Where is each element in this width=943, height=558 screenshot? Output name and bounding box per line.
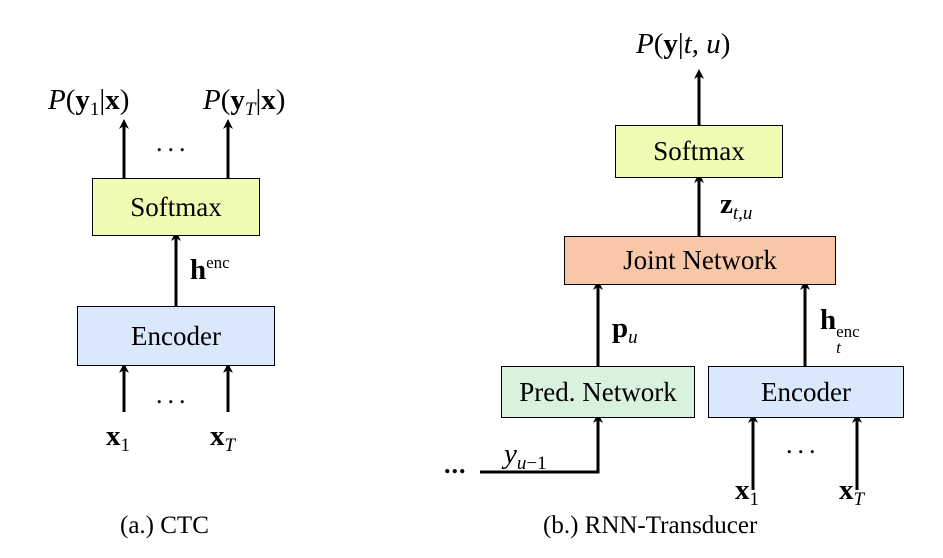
rnnt-softmax-label: Softmax [653, 136, 745, 166]
ctc-input-x1: x1 [106, 420, 130, 456]
ctc-output-y1: P(y1|x) [48, 84, 130, 120]
ctc-h-enc-sup: enc [206, 253, 230, 272]
ctc-ellipsis-bottom: ... [156, 380, 191, 409]
rnnt-pred-network-box: Pred. Network [501, 366, 695, 418]
rnnt-ellipsis-left: ... [444, 450, 467, 479]
rnnt-pred-network-label: Pred. Network [519, 376, 677, 407]
rnnt-joint-network-label: Joint Network [623, 245, 777, 275]
ctc-encoder-box: Encoder [77, 306, 275, 366]
ctc-caption: (a.) CTC [120, 512, 209, 539]
ctc-softmax-label: Softmax [130, 191, 222, 222]
rnnt-joint-network-box: Joint Network [564, 236, 836, 285]
rnnt-input-x1: x1 [735, 474, 759, 510]
rnnt-pu-label: pu [612, 312, 638, 348]
rnnt-input-xT: xT [839, 474, 865, 510]
ctc-output-yT: P(yT|x) [203, 84, 286, 120]
rnnt-caption: (b.) RNN-Transducer [543, 512, 758, 539]
rnnt-output-label: P(y|t, u) [636, 28, 731, 60]
ctc-ellipsis-top: ... [156, 128, 191, 157]
rnnt-ht-enc-label: h enc t [820, 304, 860, 358]
ctc-softmax-box: Softmax [92, 178, 260, 236]
rnnt-arrow-yprev [480, 413, 603, 474]
ctc-encoder-label: Encoder [131, 320, 221, 351]
rnnt-ht-enc-sup: enc [836, 322, 860, 341]
ctc-h-enc-label: henc [190, 253, 230, 286]
ctc-input-xT: xT [210, 420, 236, 456]
rnnt-softmax-box: Softmax [615, 125, 783, 178]
rnnt-encoder-label: Encoder [761, 376, 851, 407]
rnnt-encoder-box: Encoder [708, 366, 904, 418]
rnnt-ellipsis-bottom: ... [786, 430, 821, 459]
rnnt-z-label: zt,u [720, 188, 753, 224]
rnnt-yprev-label: yu−1 [504, 438, 547, 474]
